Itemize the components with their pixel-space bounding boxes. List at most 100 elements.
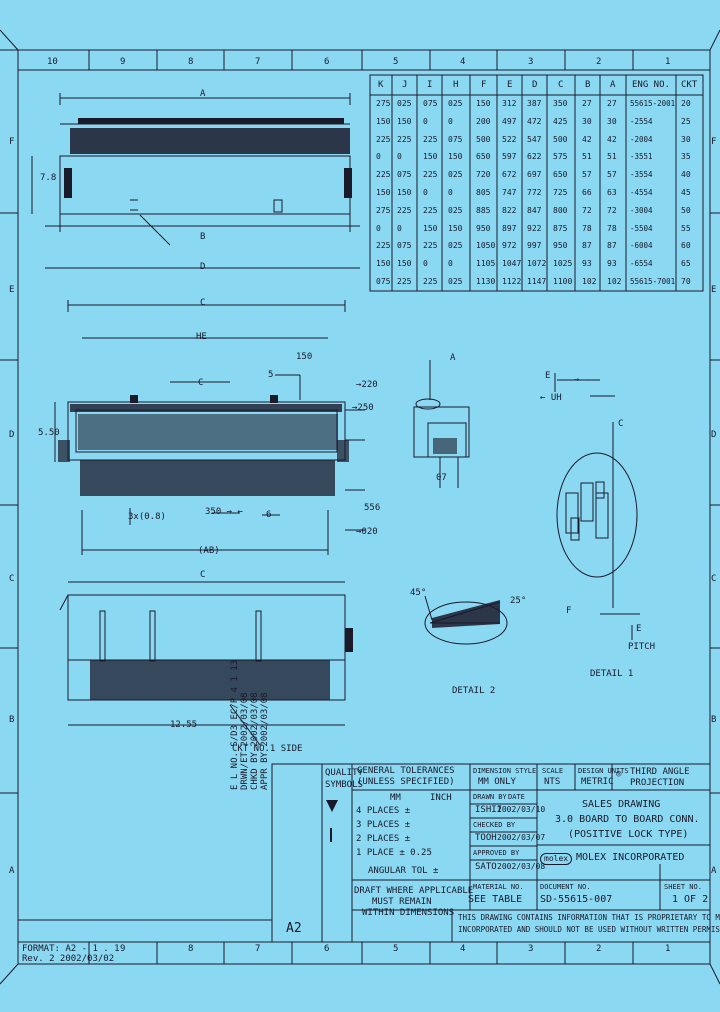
quality-label: QUALITY xyxy=(325,768,363,778)
zone-row-c-right: C xyxy=(711,574,717,584)
table-cell: 57 xyxy=(607,170,617,180)
drawn-by-name: ISHII xyxy=(475,805,503,815)
document-no: SD-55615-007 xyxy=(540,894,613,905)
table-cell: 55 xyxy=(681,223,691,233)
table-cell: 847 xyxy=(527,205,542,215)
table-cell: 1050 xyxy=(476,241,496,251)
table-cell: 30 xyxy=(582,116,592,126)
table-cell: 725 xyxy=(553,188,568,197)
dim-b-label: B xyxy=(200,232,206,242)
scale-label: SCALE xyxy=(542,767,564,775)
table-cell: 1025 xyxy=(553,259,573,269)
table-cell: 350 xyxy=(553,99,568,108)
detail1-uh-label: ← UH xyxy=(540,393,562,403)
table-cell: 472 xyxy=(527,116,542,126)
table-cell: -4554 xyxy=(630,188,653,197)
table-cell: 20 xyxy=(681,99,691,108)
drawn-by-date: 2002/03/10 xyxy=(497,805,546,814)
table-cell: 70 xyxy=(681,277,691,286)
general-tolerances: GENERAL TOLERANCES xyxy=(357,766,455,776)
table-cell: 1105 xyxy=(476,259,496,269)
table-cell: 0 xyxy=(448,188,453,197)
table-cell: 78 xyxy=(582,223,592,233)
zone-col-4-bottom: 4 xyxy=(460,944,466,954)
checked-by-label: CHECKED BY xyxy=(473,821,516,829)
zone-row-a-right: A xyxy=(711,866,717,876)
table-cell: 225 xyxy=(397,134,412,144)
table-cell: 075 xyxy=(397,241,412,251)
table-cell: 885 xyxy=(476,205,491,215)
table-cell: 805 xyxy=(476,188,491,197)
table-header-b: B xyxy=(585,80,591,90)
projection-line-2: PROJECTION xyxy=(630,778,685,788)
table-cell: 0 xyxy=(376,223,381,233)
table-cell: 150 xyxy=(397,188,412,197)
proprietary-notice-2: INCORPORATED AND SHOULD NOT BE USED WITH… xyxy=(458,925,720,934)
sheet-size: A2 xyxy=(286,921,302,936)
table-header-a: A xyxy=(610,80,616,90)
revision-line-4: APPR BY 2002/03/08 xyxy=(260,692,270,790)
table-cell: 950 xyxy=(553,241,568,251)
approved-by-name: SATO xyxy=(475,862,497,872)
table-cell: 822 xyxy=(502,205,517,215)
projection-line-1: THIRD ANGLE xyxy=(630,767,690,777)
detail2-angle-45-label: 45° xyxy=(410,588,427,598)
table-cell: 622 xyxy=(527,152,542,162)
table-cell: 93 xyxy=(607,259,617,269)
table-header-k: K xyxy=(378,80,384,90)
table-cell: 025 xyxy=(448,277,463,286)
table-header-ckt: CKT xyxy=(681,80,698,90)
table-cell: 150 xyxy=(397,259,412,269)
dim-1255-label: 12.55 xyxy=(170,720,198,730)
table-cell: 650 xyxy=(476,152,491,162)
zone-col-4-top: 4 xyxy=(460,57,466,67)
zone-col-5-top: 5 xyxy=(393,57,399,67)
table-cell: 63 xyxy=(607,188,617,197)
table-cell: 51 xyxy=(582,152,592,162)
table-cell: 025 xyxy=(448,205,463,215)
detail1-pitch-label: PITCH xyxy=(628,642,656,652)
dim-a-label: A xyxy=(200,89,206,99)
dim-020-label: →020 xyxy=(356,527,378,537)
dim-c-front-label: C xyxy=(200,298,206,308)
symbols-label: SYMBOLS xyxy=(325,780,363,790)
projection-symbol-icon: ◎ xyxy=(616,769,622,779)
table-cell: 225 xyxy=(376,241,391,251)
table-cell: 075 xyxy=(448,134,463,144)
table-cell: 93 xyxy=(582,259,592,269)
tol-4-places: 4 PLACES ± xyxy=(356,806,411,816)
table-cell: 102 xyxy=(582,277,597,286)
zone-col-1-bottom: 1 xyxy=(665,944,671,954)
table-cell: 025 xyxy=(397,99,412,108)
table-cell: 025 xyxy=(448,170,463,180)
table-cell: 0 xyxy=(423,188,428,197)
table-cell: 387 xyxy=(527,99,542,108)
table-cell: 275 xyxy=(376,205,391,215)
table-cell: 225 xyxy=(423,205,438,215)
revision-line-1: E L NO. S/D3 EC/P 4 1 13 xyxy=(230,659,240,790)
table-cell: 102 xyxy=(607,277,622,286)
table-cell: 55615-7001 xyxy=(630,277,676,286)
side-section-a-label: A xyxy=(450,353,456,363)
table-header-d: D xyxy=(532,80,538,90)
table-cell: 42 xyxy=(582,134,592,144)
table-cell: 225 xyxy=(423,134,438,144)
table-header-f: F xyxy=(481,80,487,90)
table-cell: 522 xyxy=(502,134,517,144)
proprietary-notice-1: THIS DRAWING CONTAINS INFORMATION THAT I… xyxy=(458,913,720,922)
dim-220-label: →220 xyxy=(356,380,378,390)
zone-col-6-top: 6 xyxy=(324,57,330,67)
dim-ab-label: (AB) xyxy=(198,546,220,556)
table-cell: 225 xyxy=(423,277,438,286)
tol-2-places: 2 PLACES ± xyxy=(356,834,411,844)
molex-logo: molex xyxy=(540,853,573,865)
table-cell: 225 xyxy=(423,241,438,251)
table-cell: 25 xyxy=(681,116,691,126)
table-cell: 1072 xyxy=(527,259,547,269)
section-6-label: 6 xyxy=(266,510,272,520)
section-5-label: 5 xyxy=(268,370,274,380)
tol-mm-label: MM xyxy=(390,793,401,803)
table-cell: 1047 xyxy=(502,259,522,269)
draft-note-2: MUST REMAIN xyxy=(372,897,432,907)
